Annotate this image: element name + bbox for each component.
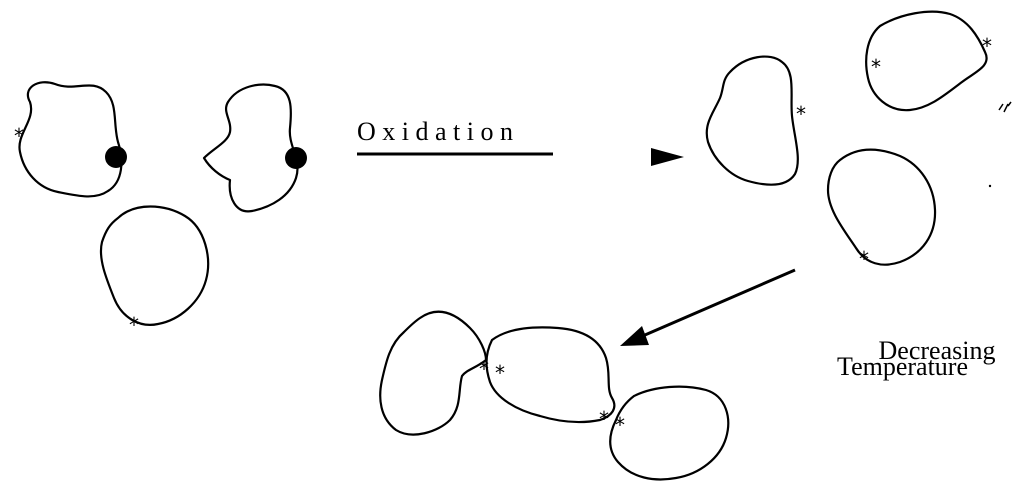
radical-star-left-top: * [14, 124, 24, 148]
radical-star-right-top-b: * [982, 34, 992, 58]
particle-right-top [865, 10, 988, 112]
particle-right-left [705, 55, 799, 186]
particle-left-bottom [99, 205, 210, 326]
radical-star-right-top-a: * [871, 55, 881, 79]
particle-left-middle [202, 83, 299, 213]
radical-star-bottom-a: * [479, 357, 489, 381]
temperature-arrow-line [637, 268, 796, 340]
particle-left-top [18, 81, 123, 198]
particle-bottom-middle [485, 326, 616, 424]
radical-star-bottom-c: * [599, 407, 609, 431]
particle-bottom-right [609, 385, 730, 481]
particle-bottom-left [379, 310, 488, 436]
radical-star-right-left: * [796, 102, 806, 126]
temperature-label: Temperature [837, 352, 968, 381]
scan-speck [998, 101, 1012, 113]
temperature-arrow-head [620, 326, 649, 346]
decreasing-label: Decreasing [879, 336, 996, 365]
scan-speck-dot [988, 184, 992, 188]
radical-star-bottom-b: * [495, 361, 505, 385]
radical-star-right-bottom: * [859, 247, 869, 271]
oxidation-arrow-head [651, 148, 684, 166]
radical-dot-left [105, 146, 127, 168]
radical-star-left-bottom: * [129, 313, 139, 337]
oxidation-label: O x i d a t i o n [357, 117, 513, 146]
particle-right-bottom [826, 148, 937, 266]
radical-star-bottom-d: * [615, 413, 625, 437]
radical-dot-middle [285, 147, 307, 169]
